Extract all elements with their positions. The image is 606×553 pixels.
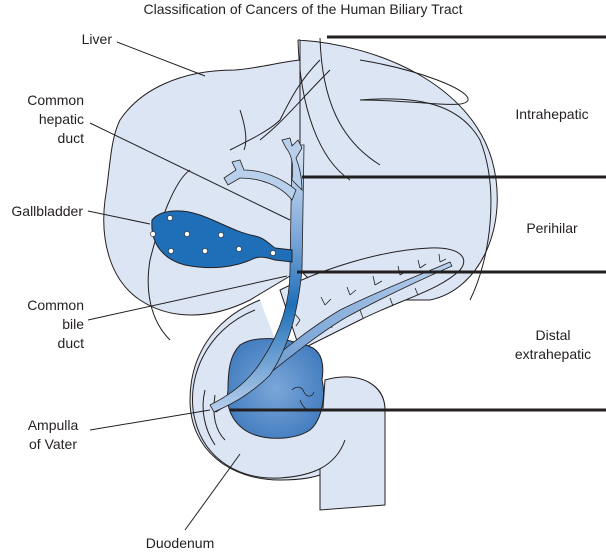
label-liver: Liver [81, 31, 112, 47]
liver-fold [359, 59, 469, 105]
liver-right-lobe [297, 39, 498, 301]
label-common-bile-duct: Common bile duct [10, 296, 84, 353]
liver-left-lobe [103, 59, 301, 316]
leader-duodenum [184, 453, 241, 531]
leader-lines [87, 41, 291, 531]
region-label-perihilar: Perihilar [526, 220, 578, 236]
label-line: bile [62, 316, 84, 332]
leader-common-bile-duct [87, 275, 288, 321]
liver-fold [359, 98, 492, 301]
label-line: hepatic [38, 111, 84, 127]
duodenum-fold [213, 394, 226, 441]
label-gallbladder: Gallbladder [11, 203, 83, 219]
label-duodenum: Duodenum [145, 535, 215, 551]
label-common-hepatic-duct: Common hepatic duct [10, 91, 84, 148]
left-hepatic-duct [223, 159, 297, 201]
region-label-distal-extrahepatic: Distal extrahepatic [500, 326, 606, 364]
leader-ampulla [89, 409, 211, 431]
label-line: extrahepatic [514, 346, 592, 362]
label-line: Distal [535, 327, 571, 343]
label-line: Common [27, 297, 84, 313]
leader-liver [116, 41, 206, 77]
region-dividers [230, 35, 606, 412]
label-line: duct [57, 130, 84, 146]
label-line: of Vater [29, 436, 77, 452]
liver-contour [239, 109, 247, 151]
liver-contour [259, 69, 331, 141]
label-line: duct [57, 335, 84, 351]
label-line: Common [27, 92, 84, 108]
common-bile-duct [209, 144, 305, 413]
gallstones [150, 215, 276, 256]
leader-gallbladder [87, 210, 151, 225]
label-ampulla-of-vater: Ampulla of Vater [18, 416, 88, 454]
gallbladder [151, 210, 293, 269]
liver-contour [319, 37, 381, 166]
leader-common-hepatic-duct [89, 122, 291, 221]
label-line: Ampulla [27, 417, 79, 433]
duodenum-fold [202, 389, 216, 446]
region-label-intrahepatic: Intrahepatic [515, 106, 589, 122]
diagram-title: Classification of Cancers of the Human B… [143, 1, 463, 17]
liver-contour [229, 59, 321, 151]
right-hepatic-duct [281, 137, 303, 191]
liver-contour [147, 169, 191, 341]
